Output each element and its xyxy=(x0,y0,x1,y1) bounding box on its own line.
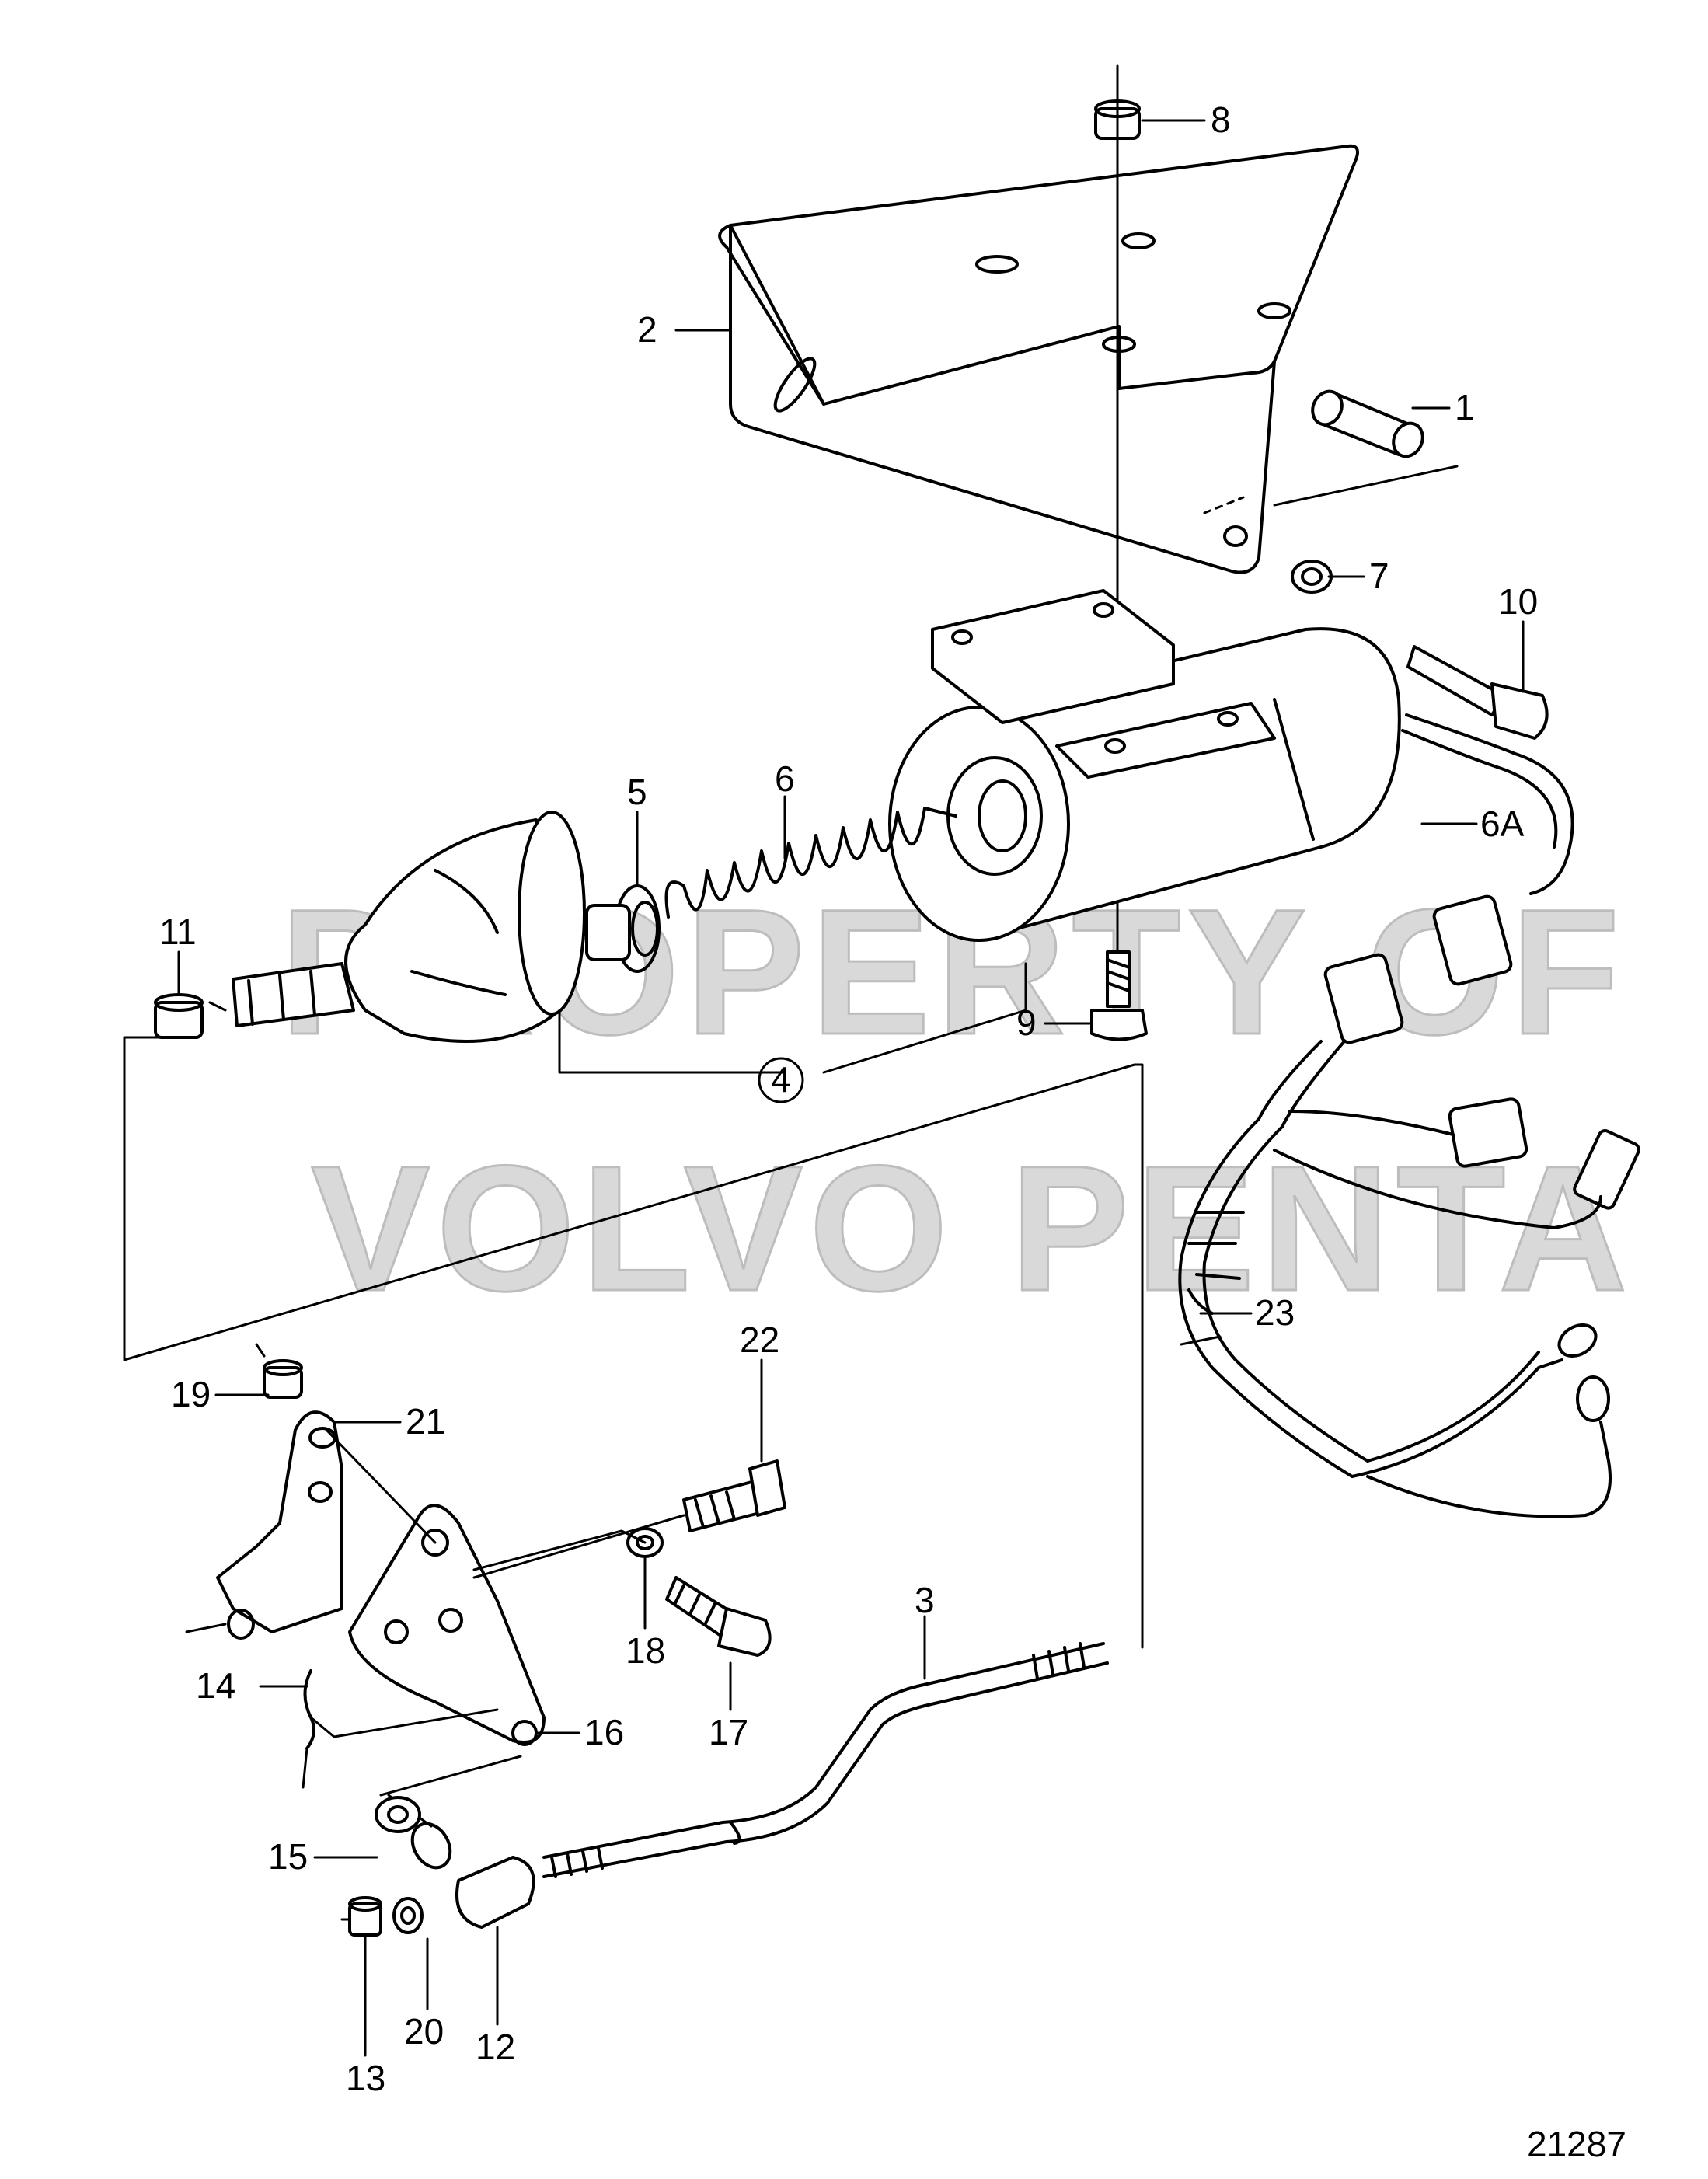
bolt-9 xyxy=(1090,950,1148,1041)
washer-7 xyxy=(1291,560,1333,594)
callout-19: 19 xyxy=(171,1374,211,1414)
callout-10: 10 xyxy=(1498,581,1538,622)
screw-17 xyxy=(665,1576,772,1657)
callout-13: 13 xyxy=(346,2058,385,2098)
callout-23: 23 xyxy=(1255,1292,1295,1333)
washer-20 xyxy=(392,1897,424,1934)
callout-15: 15 xyxy=(268,1836,308,1877)
callout-17: 17 xyxy=(709,1712,748,1752)
callout-5: 5 xyxy=(627,772,647,812)
figure-number: 21287 xyxy=(1527,2124,1626,2164)
callout-6: 6 xyxy=(775,758,795,799)
callout-21: 21 xyxy=(406,1401,445,1442)
spring xyxy=(664,807,957,919)
callout-14: 14 xyxy=(196,1665,235,1706)
nut-13 xyxy=(340,1896,382,1937)
callout-12: 12 xyxy=(476,2027,515,2067)
assembly-guide-lines xyxy=(123,1036,1144,1649)
screw-22 xyxy=(472,1459,786,1579)
washer-18 xyxy=(472,1527,664,1571)
spacer-sleeve xyxy=(1273,389,1459,507)
callout-leaders xyxy=(177,119,1525,2057)
washer-15 xyxy=(375,1755,522,1833)
callout-4-circle xyxy=(758,1057,804,1103)
callout-11: 11 xyxy=(159,912,197,952)
callout-3: 3 xyxy=(915,1580,935,1620)
callout-9: 9 xyxy=(1016,1002,1037,1043)
lever-plate xyxy=(325,1428,546,1746)
assembly-bracket-4 xyxy=(558,962,1027,1074)
callout-7: 7 xyxy=(1369,556,1389,596)
bolt-10 xyxy=(1406,645,1549,740)
lever-bracket xyxy=(185,1343,343,1640)
callout-4: 4 xyxy=(771,1059,791,1100)
wiring-harness xyxy=(1178,713,1640,1518)
callout-2: 2 xyxy=(637,309,657,350)
callout-20: 20 xyxy=(404,2011,444,2052)
control-rod xyxy=(542,1642,1109,1878)
mounting-bracket xyxy=(718,144,1359,574)
watermark-line-2: VOLVO PENTA xyxy=(311,1128,1633,1328)
clip-14 xyxy=(302,1669,499,1789)
nut-11 xyxy=(154,993,227,1039)
plunger-housing xyxy=(232,811,631,1043)
callout-8: 8 xyxy=(1211,99,1231,140)
callout-6a: 6A xyxy=(1480,804,1525,844)
solenoid-body xyxy=(888,589,1401,942)
callout-18: 18 xyxy=(626,1630,665,1671)
callout-16: 16 xyxy=(584,1712,624,1752)
callout-labels: 8 2 1 7 10 6 5 6A 11 9 4 23 22 19 21 18 … xyxy=(159,99,1538,2098)
callout-1: 1 xyxy=(1455,387,1475,427)
callout-22: 22 xyxy=(740,1320,779,1360)
